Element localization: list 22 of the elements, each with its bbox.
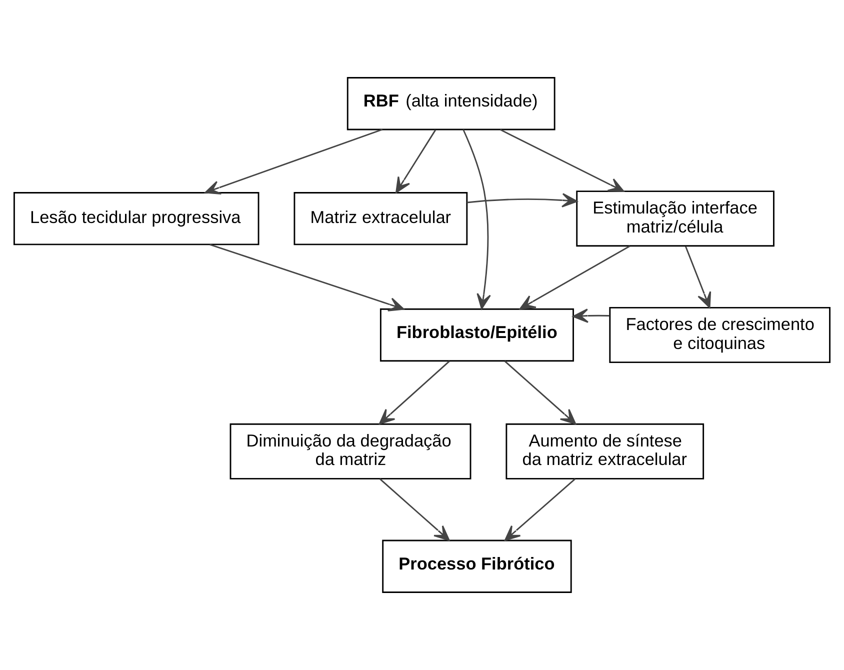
arrow [204,128,383,195]
arrow [684,246,712,308]
arrow [462,129,491,310]
arrow [572,308,610,323]
node-box: Diminuição da degradação da matriz [230,423,472,480]
arrow [379,478,450,541]
arrow [466,193,578,208]
node-box: Matriz extracelular [294,192,468,246]
node-box: Processo Fibrótico [382,540,572,593]
node-box: Estimulação interface matriz/célula [576,190,774,247]
node-box: Aumento de síntese da matriz extracelular [506,423,704,480]
arrow [378,360,450,425]
node-box: Fibroblasto/Epitélio [380,308,574,362]
node-box: Factores de crescimento e citoquinas [609,306,831,364]
arrow [520,245,630,310]
arrow [504,360,576,425]
arrow [396,130,436,194]
arrow [210,244,404,312]
node-box: RBF (alta intensidade) [346,77,556,130]
arrow [504,478,576,541]
arrow [500,129,624,192]
node-box: Lesão tecidular progressiva [13,192,260,246]
